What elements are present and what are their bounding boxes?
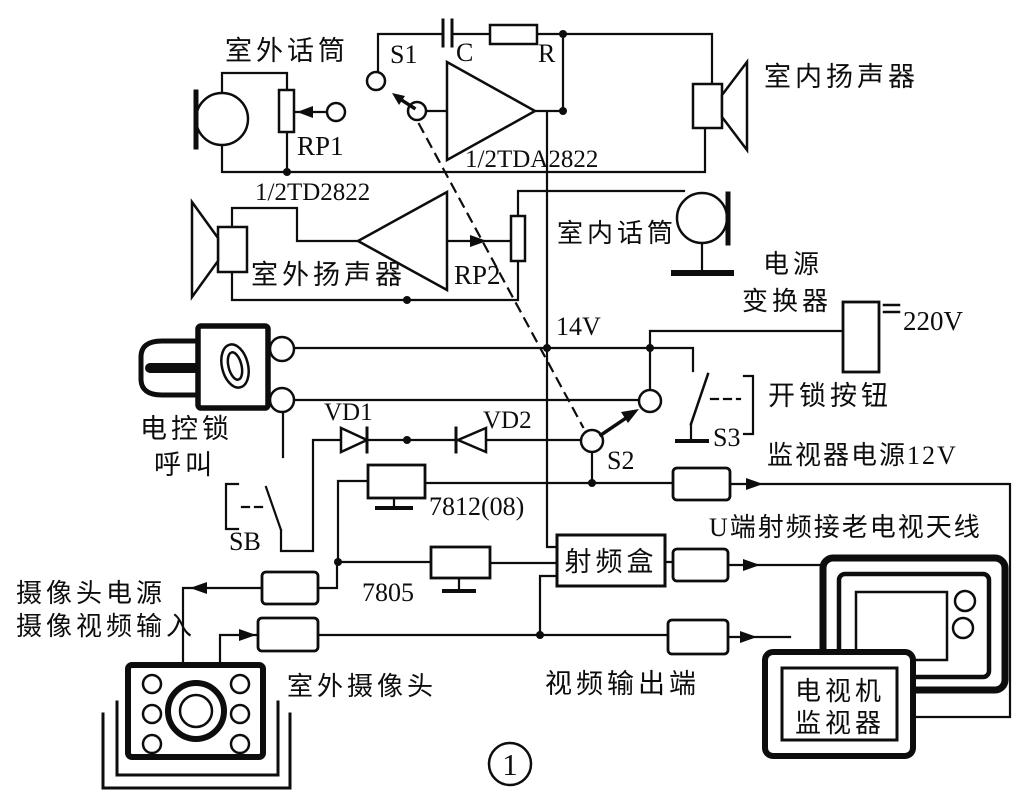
indoor-speaker-symbol xyxy=(691,58,749,154)
wire-rf-video xyxy=(538,560,825,639)
power-converter-box xyxy=(841,300,901,374)
text-labels: 室外话筒 RP1 S1 C R 1/2TDA2822 室内扬声器 1/2TD28… xyxy=(16,36,982,782)
s1-switch xyxy=(365,70,428,122)
label-power-conv-1: 电源 xyxy=(763,250,823,279)
amplifier1-triangle xyxy=(445,59,538,163)
label-power-conv-2: 变换器 xyxy=(742,287,832,316)
label-14v: 14V xyxy=(556,312,601,341)
label-unlock-button: 开锁按钮 xyxy=(768,381,892,411)
connector-camera-video xyxy=(256,616,320,653)
label-outdoor-mic: 室外话筒 xyxy=(225,36,349,66)
label-c: C xyxy=(456,38,473,67)
regulator-7805 xyxy=(429,545,492,593)
connector-rf-out xyxy=(671,547,730,583)
label-7805: 7805 xyxy=(362,578,414,607)
tv-knob xyxy=(953,589,977,613)
label-rf-note: U端射频接老电视天线 xyxy=(709,513,982,542)
equals-mark xyxy=(882,303,901,314)
gang-link-s1-s2-dashed xyxy=(417,122,585,429)
wire-12v-run xyxy=(423,450,1012,719)
camera-lens xyxy=(178,693,214,729)
label-tv-2: 监视器 xyxy=(795,709,885,738)
label-lock-2: 呼叫 xyxy=(154,450,216,480)
label-tv-1: 电视机 xyxy=(795,677,885,706)
outdoor-microphone-symbol xyxy=(193,89,250,150)
rp1-potentiometer xyxy=(277,88,347,134)
indoor-microphone-symbol xyxy=(671,191,734,276)
s2-switch xyxy=(579,388,663,454)
label-s2: S2 xyxy=(607,446,634,475)
figure-number: 1 xyxy=(502,747,518,782)
tv-knob xyxy=(951,616,975,640)
label-outdoor-speaker: 室外扬声器 xyxy=(251,260,406,290)
camera-mount-bracket xyxy=(115,700,280,777)
vd2-diode xyxy=(454,426,488,454)
label-monitor-power: 监视器电源12V xyxy=(767,441,958,470)
label-7812: 7812(08) xyxy=(429,492,524,521)
label-amp1: 1/2TDA2822 xyxy=(465,146,598,173)
junction-dots xyxy=(283,30,654,639)
wire-camera xyxy=(181,560,670,667)
label-s3: S3 xyxy=(713,423,740,452)
label-amp2: 1/2TD2822 xyxy=(255,179,370,206)
label-rf-box: 射频盒 xyxy=(565,547,658,577)
label-s1: S1 xyxy=(390,40,417,69)
tv-screen xyxy=(854,590,949,662)
vd1-diode xyxy=(339,426,370,454)
label-lock-1: 电控锁 xyxy=(140,414,233,444)
rf-modulator-box xyxy=(555,533,667,588)
label-rp1: RP1 xyxy=(297,131,344,161)
label-vd1: VD1 xyxy=(324,399,373,426)
wire-regulators xyxy=(336,479,559,591)
label-video-out: 视频输出端 xyxy=(545,669,700,699)
connector-camera-power xyxy=(260,570,320,606)
amplifier2-triangle xyxy=(355,189,449,293)
connector-video-out xyxy=(666,618,730,656)
s3-bracket xyxy=(742,374,755,436)
label-camera-video-in: 摄像视频输入 xyxy=(16,612,196,641)
label-indoor-mic: 室内话筒 xyxy=(557,219,677,248)
camera-mount-bracket xyxy=(101,712,292,790)
wire-top-feedback xyxy=(376,32,714,549)
sb-bracket xyxy=(224,482,240,531)
label-220v: 220V xyxy=(903,306,964,336)
camera-lens xyxy=(165,680,227,742)
electric-lock-symbol xyxy=(138,323,296,414)
label-camera-power: 摄像头电源 xyxy=(16,579,166,608)
label-sb: SB xyxy=(229,527,261,556)
flow-arrows xyxy=(190,478,763,643)
outdoor-speaker-symbol xyxy=(190,198,249,301)
wire-power-rails xyxy=(293,329,845,442)
regulator-7812 xyxy=(366,463,427,510)
label-outdoor-camera: 室外摄像头 xyxy=(287,672,437,701)
rp2-potentiometer xyxy=(470,214,527,263)
resistor-r xyxy=(488,23,539,46)
label-vd2: VD2 xyxy=(483,407,532,434)
outdoor-camera-symbol xyxy=(101,662,292,790)
wire-mic1-loop xyxy=(220,71,707,174)
s3-switch xyxy=(675,372,710,443)
figure-number-badge xyxy=(487,741,533,787)
capacitor-c xyxy=(441,18,454,48)
connector-monitor-power xyxy=(671,466,732,502)
tv-monitor-symbol xyxy=(762,554,1009,759)
label-rp2: RP2 xyxy=(454,260,501,290)
label-r: R xyxy=(538,39,556,68)
label-indoor-speaker: 室内扬声器 xyxy=(764,62,919,92)
